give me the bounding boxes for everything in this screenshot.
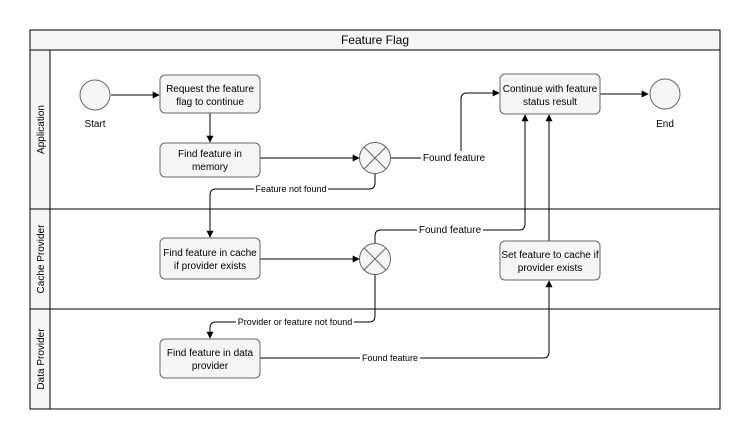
lane-cache-provider-label: Cache Provider (36, 224, 47, 294)
end-event (649, 78, 681, 110)
pool: Feature Flag Application Cache Provider … (29, 29, 721, 410)
end-event-label: End (656, 119, 674, 130)
task-request-feature-flag (159, 74, 261, 114)
lane-data-provider-label: Data Provider (36, 328, 47, 390)
task-request-feature-flag-line-2: flag to continue (176, 97, 244, 108)
task-find-in-memory-line-1: Find feature in (178, 149, 242, 160)
edge-cache-gateway-not-found-to-data (206, 275, 376, 339)
task-set-feature-to-cache (499, 240, 601, 281)
task-find-in-memory (159, 142, 261, 178)
lane-application-label: Application (36, 105, 47, 154)
task-set-feature-to-cache-line-1: Set feature to cache if (501, 250, 599, 261)
task-continue-with-status-line-1: Continue with feature (503, 84, 598, 95)
task-find-in-data-line-2: provider (192, 361, 229, 372)
edges (111, 89, 649, 359)
task-continue-with-status-line-2: status result (523, 97, 577, 108)
gateway-memory (359, 142, 391, 174)
task-find-in-cache (159, 237, 261, 280)
task-find-in-memory-line-2: memory (192, 162, 228, 173)
task-find-in-data (159, 338, 261, 379)
edge-label-found-feature-memory: Found feature (423, 153, 486, 164)
edge-label-feature-not-found: Feature not found (255, 184, 326, 194)
edge-labels: Found feature Feature not found Found fe… (236, 151, 487, 364)
nodes: Start Request the feature flag to contin… (79, 73, 681, 379)
task-continue-with-status (499, 73, 601, 115)
task-find-in-cache-line-2: if provider exists (174, 261, 246, 272)
start-event (79, 79, 111, 111)
start-event-label: Start (84, 119, 105, 130)
edge-label-found-feature-data: Found feature (362, 353, 418, 363)
task-request-feature-flag-line-1: Request the feature (166, 84, 254, 95)
task-find-in-cache-line-1: Find feature in cache (163, 248, 257, 259)
edge-label-provider-not-found: Provider or feature not found (238, 317, 353, 327)
edge-label-found-feature-cache: Found feature (419, 225, 482, 236)
task-find-in-data-line-1: Find feature in data (167, 348, 254, 359)
lane-data-provider-header (29, 308, 51, 410)
edge-gateway-found-to-continue (391, 89, 500, 159)
gateway-cache (359, 243, 391, 275)
task-set-feature-to-cache-line-2: provider exists (518, 263, 582, 274)
pool-title: Feature Flag (341, 33, 409, 47)
edge-data-to-set-cache (260, 280, 553, 359)
